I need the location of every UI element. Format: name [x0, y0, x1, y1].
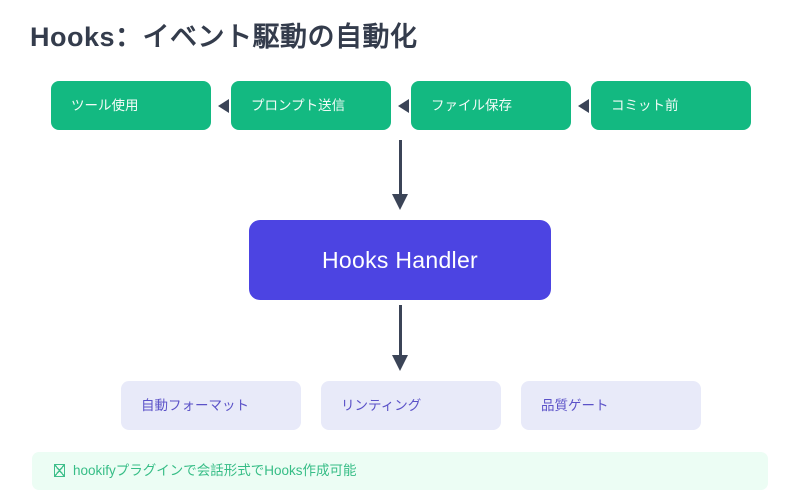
- note-bar: hookifyプラグインで会話形式でHooks作成可能: [32, 452, 768, 490]
- action-box-auto-format[interactable]: 自動フォーマット: [121, 381, 301, 430]
- trigger-box-tool-use[interactable]: ツール使用: [51, 81, 211, 130]
- arrow-left-icon: [578, 99, 589, 113]
- missing-glyph-icon: [54, 463, 67, 479]
- arrow-shaft: [399, 140, 402, 194]
- hooks-handler-box[interactable]: Hooks Handler: [249, 220, 551, 300]
- action-label: 自動フォーマット: [141, 397, 249, 413]
- arrow-shaft: [399, 305, 402, 355]
- arrow-down-icon-to-handler: [392, 140, 408, 210]
- arrow-down-icon-to-actions: [392, 305, 408, 371]
- arrow-left-icon: [398, 99, 409, 113]
- trigger-box-pre-commit[interactable]: コミット前: [591, 81, 751, 130]
- action-box-linting[interactable]: リンティング: [321, 381, 501, 430]
- trigger-label: コミット前: [611, 97, 679, 113]
- note-text: hookifyプラグインで会話形式でHooks作成可能: [73, 463, 357, 479]
- hooks-handler-label: Hooks Handler: [321, 246, 479, 273]
- trigger-label: プロンプト送信: [251, 97, 346, 113]
- arrow-left-icon: [218, 99, 229, 113]
- arrow-head: [392, 194, 408, 210]
- trigger-label: ファイル保存: [431, 97, 512, 113]
- page-title: Hooks：イベント駆動の自動化: [30, 22, 418, 52]
- action-box-quality-gate[interactable]: 品質ゲート: [521, 381, 701, 430]
- trigger-row: ツール使用 プロンプト送信 ファイル保存 コミット前: [51, 81, 751, 130]
- trigger-label: ツール使用: [71, 97, 139, 113]
- arrow-head: [392, 355, 408, 371]
- action-row: 自動フォーマット リンティング 品質ゲート: [121, 381, 701, 430]
- action-label: リンティング: [341, 397, 422, 413]
- action-label: 品質ゲート: [541, 397, 609, 413]
- trigger-box-file-save[interactable]: ファイル保存: [411, 81, 571, 130]
- trigger-box-prompt-submit[interactable]: プロンプト送信: [231, 81, 391, 130]
